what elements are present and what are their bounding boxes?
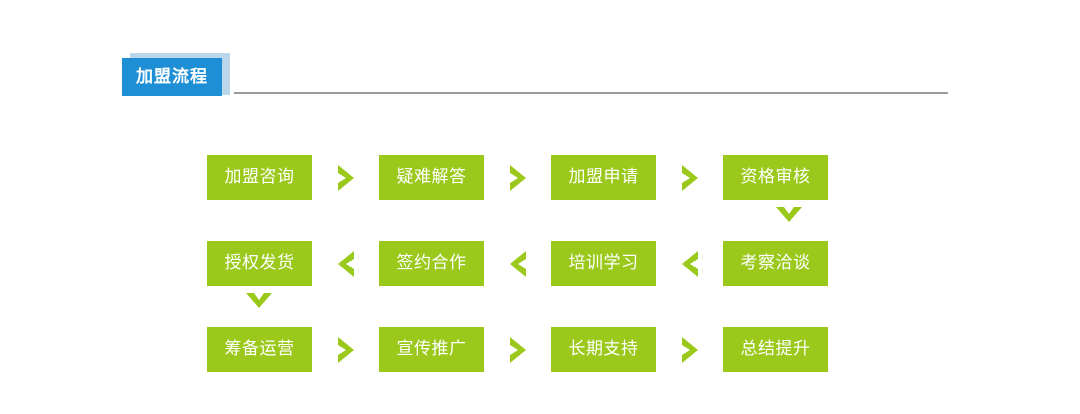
flow-node-label: 总结提升 bbox=[740, 339, 811, 359]
flow-node-label: 宣传推广 bbox=[396, 339, 467, 359]
flow-node[interactable]: 加盟申请 bbox=[551, 155, 656, 200]
chevron-right-icon bbox=[509, 336, 526, 363]
flow-connector bbox=[656, 327, 723, 372]
flow-node[interactable]: 授权发货 bbox=[207, 241, 312, 286]
flow-connector bbox=[484, 241, 551, 286]
chevron-left-icon bbox=[681, 250, 698, 277]
chevron-left-icon bbox=[509, 250, 526, 277]
flow-node[interactable]: 筹备运营 bbox=[207, 327, 312, 372]
flow-connector bbox=[312, 155, 379, 200]
chevron-right-icon bbox=[681, 164, 698, 191]
flow-node-label: 考察洽谈 bbox=[740, 253, 811, 273]
flow-row: 授权发货 签约合作 培训学习 考察洽谈 bbox=[207, 241, 828, 286]
flow-node-label: 资格审核 bbox=[740, 167, 811, 187]
flow-node-label: 筹备运营 bbox=[224, 339, 295, 359]
flow-node-label: 加盟咨询 bbox=[224, 167, 295, 187]
flow-node-label: 授权发货 bbox=[224, 253, 295, 273]
section-header-tab: 加盟流程 bbox=[122, 58, 222, 96]
flow-node-label: 长期支持 bbox=[568, 339, 639, 359]
flow-diagram: 加盟咨询 疑难解答 加盟申请 资格审核 授权发货 bbox=[207, 155, 828, 372]
flow-node[interactable]: 考察洽谈 bbox=[723, 241, 828, 286]
section-header-divider bbox=[234, 92, 948, 94]
flow-node[interactable]: 签约合作 bbox=[379, 241, 484, 286]
chevron-right-icon bbox=[509, 164, 526, 191]
flow-row: 筹备运营 宣传推广 长期支持 总结提升 bbox=[207, 327, 828, 372]
flow-node-label: 培训学习 bbox=[568, 253, 639, 273]
flow-node-label: 加盟申请 bbox=[568, 167, 639, 187]
chevron-right-icon bbox=[337, 336, 354, 363]
flow-node[interactable]: 宣传推广 bbox=[379, 327, 484, 372]
flow-row: 加盟咨询 疑难解答 加盟申请 资格审核 bbox=[207, 155, 828, 200]
chevron-down-icon bbox=[776, 207, 802, 222]
flow-connector bbox=[312, 327, 379, 372]
flow-connector bbox=[656, 241, 723, 286]
flow-connector bbox=[484, 327, 551, 372]
flow-connector bbox=[484, 155, 551, 200]
chevron-left-icon bbox=[337, 250, 354, 277]
flow-node-label: 签约合作 bbox=[396, 253, 467, 273]
chevron-down-icon bbox=[246, 293, 272, 308]
flow-row-transition-right bbox=[776, 205, 802, 229]
flow-node[interactable]: 资格审核 bbox=[723, 155, 828, 200]
flow-connector bbox=[312, 241, 379, 286]
flow-node[interactable]: 长期支持 bbox=[551, 327, 656, 372]
chevron-right-icon bbox=[681, 336, 698, 363]
section-header: 加盟流程 bbox=[122, 53, 948, 101]
flow-node[interactable]: 培训学习 bbox=[551, 241, 656, 286]
page-title: 加盟流程 bbox=[136, 66, 208, 87]
flow-node-label: 疑难解答 bbox=[396, 167, 467, 187]
flow-node[interactable]: 加盟咨询 bbox=[207, 155, 312, 200]
chevron-right-icon bbox=[337, 164, 354, 191]
flow-row-transition-left bbox=[246, 291, 272, 315]
flow-connector bbox=[656, 155, 723, 200]
flow-node[interactable]: 疑难解答 bbox=[379, 155, 484, 200]
flow-node[interactable]: 总结提升 bbox=[723, 327, 828, 372]
